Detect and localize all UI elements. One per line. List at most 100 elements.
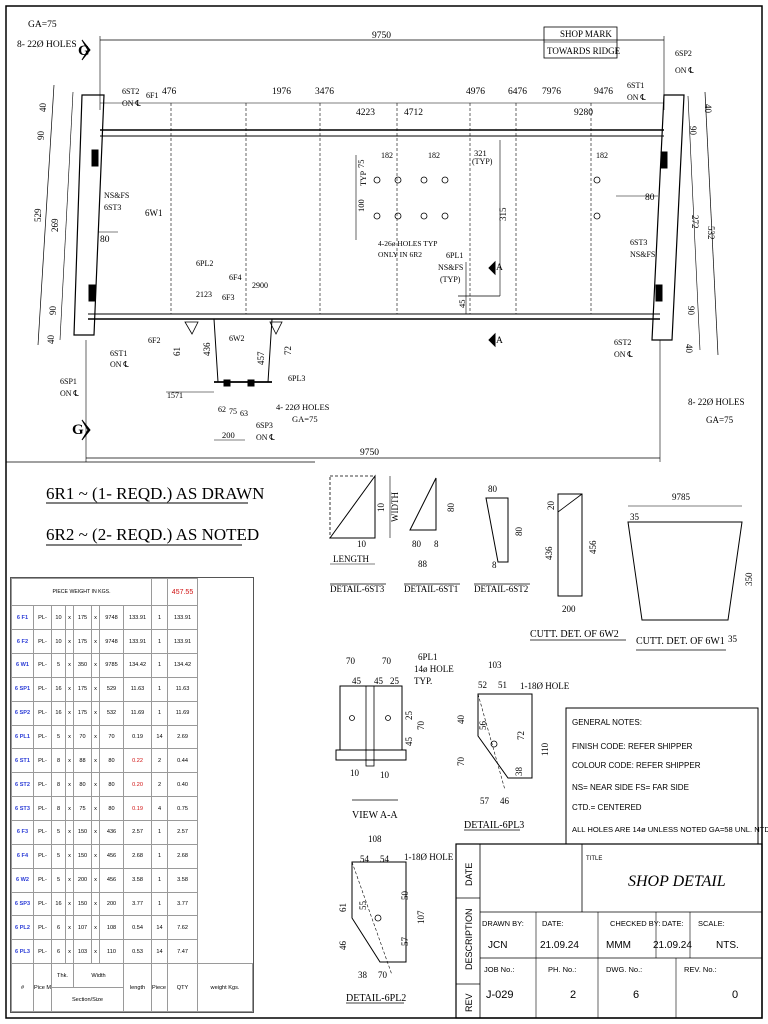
aa-note-typ: TYP. bbox=[414, 676, 432, 686]
dim-7976: 7976 bbox=[542, 87, 561, 97]
table-cell-x1: x bbox=[65, 724, 74, 750]
table-cell-pl: PL- bbox=[33, 867, 52, 893]
table-cell-pw: 133.91 bbox=[122, 605, 153, 631]
table-cell-thk: 10 bbox=[51, 629, 66, 654]
dim-80-left: 80 bbox=[100, 235, 110, 245]
st1-dim-80-b: 80 bbox=[412, 539, 422, 549]
table-cell-qty: 1 bbox=[151, 700, 169, 726]
label-6pl1: 6PL1 bbox=[446, 251, 463, 260]
table-cell-wt: 133.91 bbox=[167, 629, 199, 654]
dim-2900: 2900 bbox=[252, 281, 268, 290]
table-cell-w: 70 bbox=[73, 724, 92, 750]
general-note-4: CTD.= CENTERED bbox=[572, 803, 642, 812]
table-cell-mark: 6 F2 bbox=[11, 629, 34, 654]
pl2-dim-61: 61 bbox=[338, 903, 348, 912]
table-cell-pw: 11.63 bbox=[122, 676, 153, 702]
label-6f1: 6F1 bbox=[146, 91, 158, 100]
table-cell-pl: PL- bbox=[33, 915, 52, 941]
table-cell-x1: x bbox=[65, 700, 74, 726]
table-cell-x1: x bbox=[65, 867, 74, 893]
table-cell-x2: x bbox=[91, 891, 100, 917]
aa-dim-45-c: 45 bbox=[404, 737, 414, 747]
table-cell-thk: 5 bbox=[51, 867, 66, 893]
tb-description-label: DESCRIPTION bbox=[464, 908, 474, 970]
left-dim-40: 40 bbox=[38, 103, 48, 113]
table-cell-x2: x bbox=[91, 820, 100, 845]
table-cell-pw: 2.57 bbox=[122, 820, 153, 845]
label-6sp1: 6SP1 bbox=[60, 377, 77, 386]
table-cell-pl: PL- bbox=[33, 939, 52, 965]
dim-80-right: 80 bbox=[645, 193, 655, 203]
dim-1571: 1571 bbox=[167, 391, 183, 400]
dim-6476: 6476 bbox=[508, 87, 527, 97]
tb-scale-label: SCALE: bbox=[698, 919, 725, 928]
detail-6w2-title: CUTT. DET. OF 6W2 bbox=[530, 629, 619, 640]
table-cell-mark: 6 PL1 bbox=[11, 724, 34, 750]
table-cell-qty: 14 bbox=[151, 939, 169, 965]
table-cell-x2: x bbox=[91, 629, 100, 654]
dim-3476: 3476 bbox=[315, 87, 334, 97]
label-6st1-bottom: 6ST1 bbox=[110, 349, 127, 358]
detail-6st2-title: DETAIL-6ST2 bbox=[474, 584, 528, 594]
table-cell-w: 103 bbox=[73, 939, 92, 965]
general-note-5: ALL HOLES ARE 14ø UNLESS NOTED GA=58 UNL… bbox=[572, 825, 768, 834]
right-dim-90: 90 bbox=[688, 126, 698, 136]
table-cell-qty: 1 bbox=[151, 891, 169, 917]
holes-note-mid2: ONLY IN 6R2 bbox=[378, 250, 422, 259]
w2-dim-20: 20 bbox=[546, 501, 556, 511]
table-cell-wt: 133.91 bbox=[167, 605, 199, 631]
table-cell-len: 80 bbox=[99, 772, 124, 798]
dim-45: 45 bbox=[457, 300, 467, 309]
table-cell-mark: 6 PL3 bbox=[11, 939, 34, 965]
w1-dim-350: 350 bbox=[744, 572, 754, 586]
table-cell-mark: 6 W1 bbox=[11, 652, 34, 678]
left-dim-90b: 90 bbox=[48, 306, 58, 316]
table-cell-x2: x bbox=[91, 676, 100, 702]
table-cell-pl: PL- bbox=[33, 891, 52, 917]
main-elevation bbox=[37, 26, 719, 462]
table-footer-num: # bbox=[11, 963, 34, 1012]
table-cell-thk: 16 bbox=[51, 891, 66, 917]
label-on-cl-4: ON ℄ bbox=[110, 360, 130, 369]
pl3-dim-57: 57 bbox=[480, 796, 490, 806]
table-cell-x2: x bbox=[91, 867, 100, 893]
table-cell-len: 456 bbox=[99, 843, 124, 869]
right-dim-40: 40 bbox=[703, 104, 713, 114]
pl3-dim-46: 46 bbox=[500, 796, 510, 806]
table-cell-w: 88 bbox=[73, 748, 92, 774]
table-cell-x1: x bbox=[65, 676, 74, 702]
table-footer-wt: weight Kgs. bbox=[197, 963, 253, 1012]
table-footer-mark: Pice Mark. bbox=[33, 963, 52, 1012]
shop-mark-line2: TOWARDS RIDGE bbox=[547, 46, 621, 56]
table-cell-thk: 5 bbox=[51, 820, 66, 845]
holes-note-right-ga: GA=75 bbox=[706, 415, 734, 425]
pl2-note: 1-18Ø HOLE bbox=[404, 852, 454, 862]
aa-dim-25-a: 25 bbox=[390, 676, 400, 686]
table-cell-mark: 6 F4 bbox=[11, 843, 34, 869]
label-6w2: 6W2 bbox=[229, 334, 245, 343]
st2-dim-8: 8 bbox=[492, 560, 497, 570]
detail-6st1-title: DETAIL-6ST1 bbox=[404, 584, 458, 594]
detail-6pl2 bbox=[346, 861, 407, 1004]
tb-scale: NTS. bbox=[716, 940, 739, 951]
left-dim-269: 269 bbox=[50, 218, 60, 232]
table-footer-length: length bbox=[122, 963, 153, 1012]
table-cell-w: 150 bbox=[73, 820, 92, 845]
aa-dim-70-c: 70 bbox=[416, 721, 426, 731]
table-cell-x1: x bbox=[65, 772, 74, 798]
table-cell-pw: 0.54 bbox=[122, 915, 153, 941]
table-cell-qty: 1 bbox=[151, 676, 169, 702]
w2-dim-456: 456 bbox=[588, 540, 598, 554]
holes-note-right: 8- 22Ø HOLES bbox=[688, 397, 745, 407]
aa-note-hole: 14ø HOLE bbox=[414, 664, 454, 674]
label-on-cl-1: ON ℄ bbox=[122, 99, 142, 108]
dim-436: 436 bbox=[202, 342, 212, 356]
pl3-dim-70: 70 bbox=[456, 757, 466, 767]
pl2-dim-38: 38 bbox=[358, 970, 368, 980]
table-cell-thk: 5 bbox=[51, 724, 66, 750]
st3-dim-10-a: 10 bbox=[357, 539, 367, 549]
table-footer-pw: Piece Wt. bbox=[151, 963, 169, 1012]
